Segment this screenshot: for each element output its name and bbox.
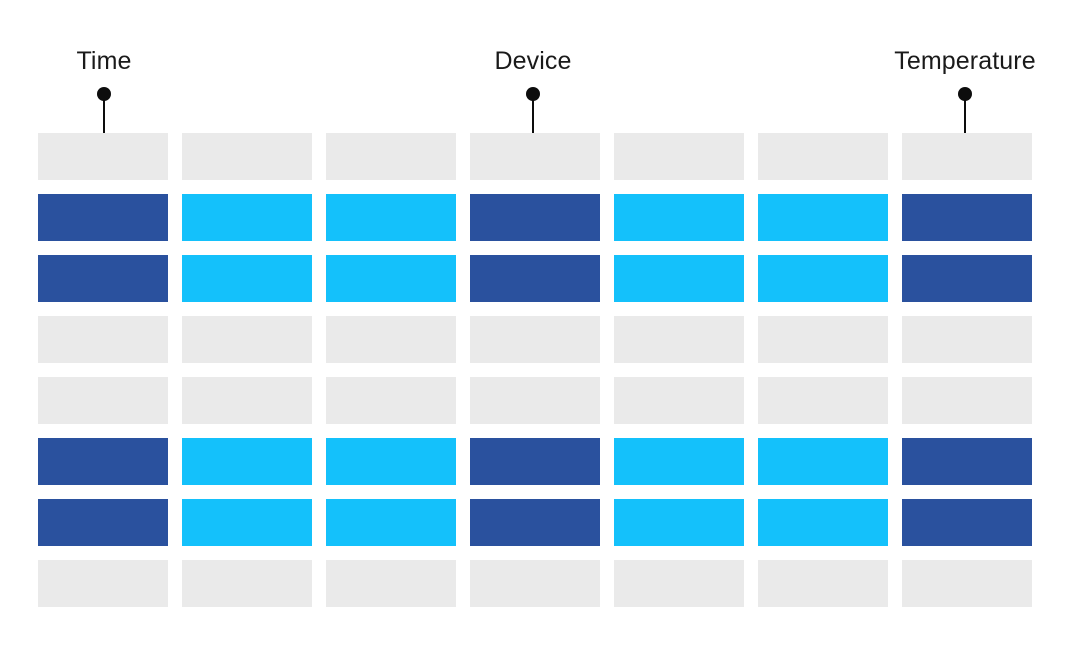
grid-cell [470, 560, 600, 607]
grid-cell [470, 499, 600, 546]
grid-cell [470, 133, 600, 180]
grid-cell [326, 438, 456, 485]
grid-cell [470, 438, 600, 485]
grid-cell [902, 377, 1032, 424]
grid-cell [182, 499, 312, 546]
grid-cell [182, 560, 312, 607]
grid-cell [758, 316, 888, 363]
grid-cell [182, 133, 312, 180]
grid-cell [614, 377, 744, 424]
annotation-label-device: Device [494, 47, 572, 75]
grid-cell [614, 316, 744, 363]
grid-cell [614, 194, 744, 241]
leader-line-device [532, 94, 534, 140]
annotation-label-time: Time [76, 47, 132, 75]
grid-cell [182, 377, 312, 424]
grid-cell [758, 438, 888, 485]
grid-cell [902, 438, 1032, 485]
grid-cell [182, 316, 312, 363]
grid-cell [326, 560, 456, 607]
grid-cell [758, 560, 888, 607]
grid-cell [182, 255, 312, 302]
grid-cell [758, 194, 888, 241]
leader-line-temperature [964, 94, 966, 140]
grid-cell [38, 560, 168, 607]
grid-cell [758, 133, 888, 180]
grid-cell [902, 316, 1032, 363]
grid-cell [38, 255, 168, 302]
leader-dot-temperature [958, 87, 972, 101]
grid-cell [38, 377, 168, 424]
grid-cell [758, 377, 888, 424]
grid-cell [182, 194, 312, 241]
grid-cell [326, 316, 456, 363]
grid-cell [902, 133, 1032, 180]
annotation-time[interactable]: Time [0, 0, 304, 145]
grid-cell [38, 194, 168, 241]
grid-cell [902, 560, 1032, 607]
grid-cell [614, 255, 744, 302]
grid-cell [614, 133, 744, 180]
grid-cell [902, 499, 1032, 546]
grid-cell [614, 438, 744, 485]
grid-cell [758, 499, 888, 546]
grid-cell [326, 255, 456, 302]
grid-cell [614, 499, 744, 546]
grid-cell [326, 194, 456, 241]
grid-cell [470, 316, 600, 363]
leader-dot-device [526, 87, 540, 101]
leader-dot-time [97, 87, 111, 101]
grid-cell [38, 499, 168, 546]
grid-cell [38, 133, 168, 180]
grid-cell [758, 255, 888, 302]
grid-cell [470, 255, 600, 302]
grid-cell [326, 133, 456, 180]
grid-cell [902, 194, 1032, 241]
grid-cell [614, 560, 744, 607]
grid-cell [38, 438, 168, 485]
grid-cell [38, 316, 168, 363]
grid-cell [470, 194, 600, 241]
grid-cell [326, 499, 456, 546]
grid-cell [902, 255, 1032, 302]
annotation-temperature[interactable]: Temperature [765, 0, 1080, 145]
grid-cell [182, 438, 312, 485]
grid-cell [326, 377, 456, 424]
data-column-grid [38, 133, 1032, 607]
annotation-device[interactable]: Device [333, 0, 733, 145]
annotation-label-temperature: Temperature [894, 47, 1036, 75]
grid-cell [470, 377, 600, 424]
leader-line-time [103, 94, 105, 140]
